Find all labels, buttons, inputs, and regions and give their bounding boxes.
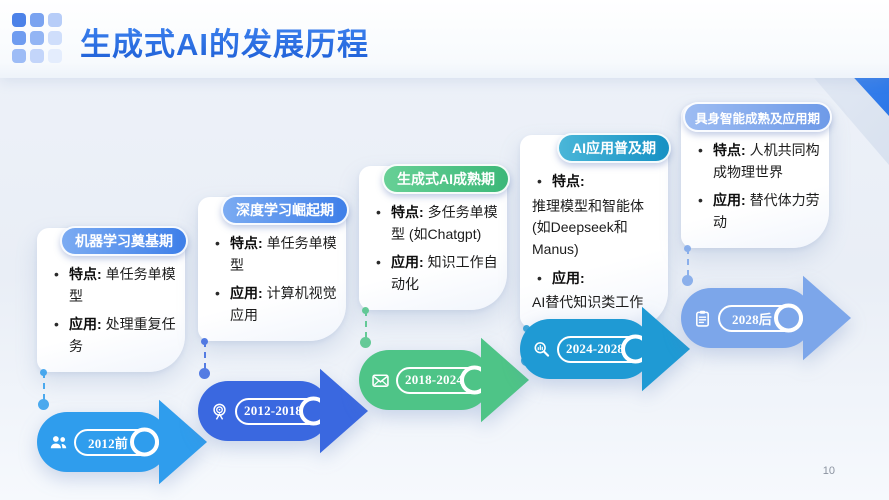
bullet-item: 应用: AI替代知识类工作 bbox=[532, 268, 660, 314]
page-number: 10 bbox=[822, 465, 835, 477]
timeline-stage: 生成式AI成熟期 特点:多任务单模型 (如Chatgpt)应用:知识工作自动化 … bbox=[359, 164, 529, 423]
year-label: 2018-2024 bbox=[405, 372, 464, 387]
bullet-label: 特点: bbox=[391, 204, 424, 220]
timeline-arrow: 2018-2024 bbox=[359, 336, 529, 424]
bullet-label: 应用: bbox=[391, 254, 424, 271]
stage-title: 深度学习崛起期 bbox=[236, 202, 334, 218]
stage-bullets: 特点:单任务单模型应用:处理重复任务 bbox=[49, 264, 177, 358]
timeline-arrow: 2028后 bbox=[681, 274, 851, 362]
stage-bullets: 特点: 推理模型和智能体(如Deepseek和Manus) 应用: AI替代知识类工作 bbox=[532, 171, 660, 314]
year-label: 2012前 bbox=[88, 435, 128, 451]
arrow-body: 2012前 bbox=[37, 412, 169, 472]
stage-title: 机器学习奠基期 bbox=[75, 233, 173, 249]
timeline-arrow: 2012前 bbox=[37, 398, 207, 486]
stage-title: 生成式AI成熟期 bbox=[397, 171, 495, 187]
stage-card: AI应用普及期 特点: 推理模型和智能体(如Deepseek和Manus) 应用: A… bbox=[520, 133, 671, 367]
year-label: 2012-2018 bbox=[244, 403, 303, 418]
bullet-label: 应用: bbox=[69, 316, 102, 333]
timeline-stage: 具身智能成熟及应用期 特点:人机共同构成物理世界应用:替代体力劳动 2028后 bbox=[681, 102, 851, 361]
ring-icon bbox=[130, 427, 159, 457]
bullet-text: 多任务单模型 (如Chatgpt) bbox=[391, 204, 498, 242]
clipboard-icon bbox=[692, 308, 713, 329]
grid-decoration-icon bbox=[12, 13, 62, 63]
year-pill: 2024-2028 bbox=[557, 334, 651, 364]
stage-title-pill: 具身智能成熟及应用期 bbox=[682, 102, 832, 132]
bullet-item: 应用:计算机视觉应用 bbox=[210, 283, 338, 326]
header-band: 生成式AI的发展历程 bbox=[0, 0, 889, 78]
bullet-label: 特点: bbox=[69, 266, 102, 282]
connector-dotted-line bbox=[682, 244, 693, 286]
timeline-stage: 机器学习奠基期 特点:单任务单模型应用:处理重复任务 2012前 bbox=[37, 226, 207, 485]
stage-title-pill: 深度学习崛起期 bbox=[221, 195, 349, 225]
year-pill: 2028后 bbox=[718, 303, 803, 333]
mail-icon bbox=[370, 370, 391, 391]
page-title: 生成式AI的发展历程 bbox=[80, 19, 369, 64]
bullet-item: 特点:单任务单模型 bbox=[210, 233, 338, 276]
stage-card: 具身智能成熟及应用期 特点:人机共同构成物理世界应用:替代体力劳动 bbox=[681, 102, 832, 286]
timeline-arrow: 2012-2018 bbox=[198, 367, 368, 455]
ring-icon bbox=[774, 303, 803, 333]
bullet-text: AI替代知识类工作 bbox=[532, 294, 644, 311]
search-icon bbox=[531, 339, 552, 360]
bullet-item: 特点:多任务单模型 (如Chatgpt) bbox=[371, 202, 499, 245]
year-label: 2028后 bbox=[732, 311, 772, 327]
connector-dotted-line bbox=[38, 368, 49, 410]
arrow-body: 2012-2018 bbox=[198, 381, 330, 441]
year-pill: 2012前 bbox=[74, 427, 159, 457]
stage-card: 机器学习奠基期 特点:单任务单模型应用:处理重复任务 bbox=[37, 226, 188, 410]
year-pill: 2012-2018 bbox=[235, 396, 329, 426]
users-icon bbox=[48, 432, 69, 453]
stage-title-pill: 机器学习奠基期 bbox=[60, 226, 188, 256]
connector-dotted-line bbox=[360, 306, 371, 348]
target-icon bbox=[209, 401, 230, 422]
stage-bullets: 特点:人机共同构成物理世界应用:替代体力劳动 bbox=[693, 140, 821, 234]
stage-card: 生成式AI成熟期 特点:多任务单模型 (如Chatgpt) 应用:知识工作自动化 bbox=[359, 164, 510, 348]
bullet-label: 应用: bbox=[230, 285, 263, 302]
timeline-stage: 深度学习崛起期 特点:单任务单模型应用:计算机视觉应用 2012-2018 bbox=[198, 195, 368, 454]
bullet-text: 知识工作自动化 bbox=[391, 254, 498, 293]
bullet-text: 替代体力劳动 bbox=[713, 192, 820, 231]
arrow-head bbox=[803, 275, 851, 361]
stage-title: AI应用普及期 bbox=[572, 140, 656, 156]
bullet-label: 特点: bbox=[552, 173, 585, 189]
connector-dotted-line bbox=[199, 337, 210, 379]
bullet-label: 特点: bbox=[230, 235, 263, 251]
stage-bullets: 特点:单任务单模型应用:计算机视觉应用 bbox=[210, 233, 338, 327]
bullet-text: 计算机视觉应用 bbox=[230, 285, 337, 324]
stage-bullets: 特点:多任务单模型 (如Chatgpt) 应用:知识工作自动化 bbox=[371, 202, 499, 296]
bullet-text: 单任务单模型 bbox=[230, 235, 337, 273]
bullet-text: 推理模型和智能体(如Deepseek和Manus) bbox=[532, 197, 644, 258]
timeline-stage: AI应用普及期 特点: 推理模型和智能体(如Deepseek和Manus) 应用: A… bbox=[520, 133, 690, 392]
timeline-arrow: 2024-2028 bbox=[520, 305, 690, 393]
stage-card: 深度学习崛起期 特点:单任务单模型应用:计算机视觉应用 bbox=[198, 195, 349, 379]
bullet-label: 应用: bbox=[713, 192, 746, 209]
stage-title-pill: AI应用普及期 bbox=[557, 133, 671, 163]
bullet-text: 单任务单模型 bbox=[69, 266, 176, 304]
year-label: 2024-2028 bbox=[566, 341, 625, 356]
bullet-item: 应用:处理重复任务 bbox=[49, 314, 177, 357]
bullet-item: 特点: 推理模型和智能体(如Deepseek和Manus) bbox=[532, 171, 660, 261]
bullet-label: 应用: bbox=[552, 269, 585, 286]
arrow-body: 2028后 bbox=[681, 288, 813, 348]
arrow-body: 2018-2024 bbox=[359, 350, 491, 410]
stage-title-pill: 生成式AI成熟期 bbox=[382, 164, 510, 194]
bullet-item: 特点:人机共同构成物理世界 bbox=[693, 140, 821, 183]
arrow-body: 2024-2028 bbox=[520, 319, 652, 379]
year-pill: 2018-2024 bbox=[396, 365, 490, 395]
bullet-item: 应用:知识工作自动化 bbox=[371, 252, 499, 295]
stage-title: 具身智能成熟及应用期 bbox=[694, 111, 820, 126]
bullet-text: 处理重复任务 bbox=[69, 316, 176, 355]
bullet-text: 人机共同构成物理世界 bbox=[713, 142, 820, 180]
bullet-item: 应用:替代体力劳动 bbox=[693, 190, 821, 233]
bullet-label: 特点: bbox=[713, 142, 746, 158]
bullet-item: 特点:单任务单模型 bbox=[49, 264, 177, 307]
